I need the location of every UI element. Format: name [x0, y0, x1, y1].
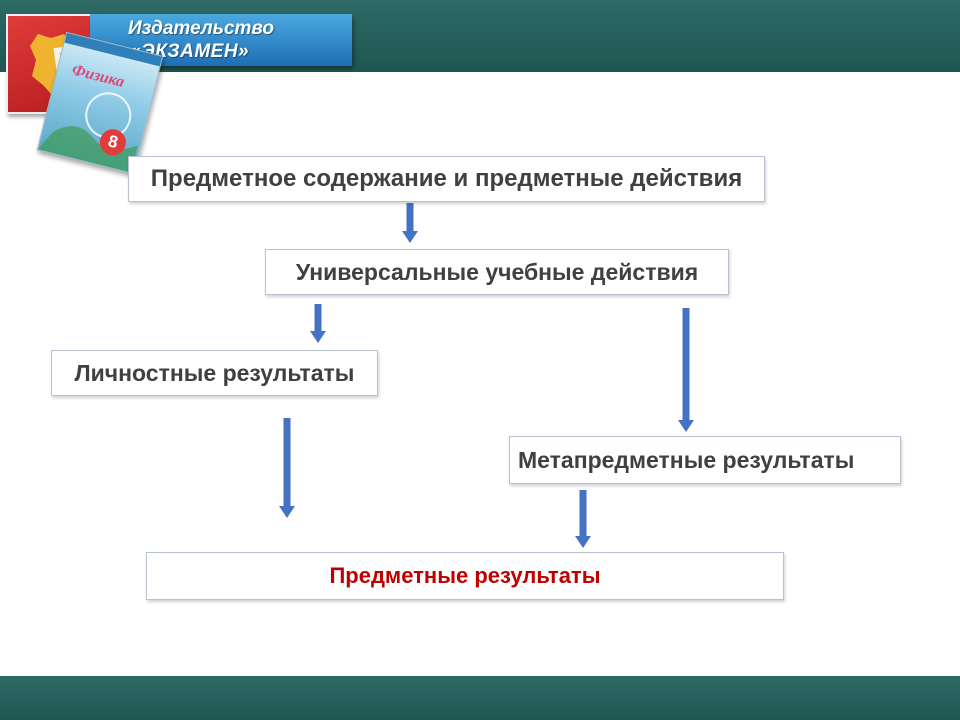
arrow-n4-to-n5 — [575, 490, 591, 548]
node-metasubject-results: Метапредметные результаты — [509, 436, 901, 484]
node-subject-content: Предметное содержание и предметные дейст… — [128, 156, 765, 202]
node-universal-learning-actions: Универсальные учебные действия — [265, 249, 729, 295]
bottom-footer-band — [0, 676, 960, 720]
node-subject-results: Предметные результаты — [146, 552, 784, 600]
arrow-n2-to-n4 — [678, 308, 694, 432]
node-personal-results: Личностные результаты — [51, 350, 378, 396]
arrow-n3-to-n5 — [279, 418, 295, 518]
arrow-n2-to-n3 — [310, 304, 326, 343]
textbook-cover: Физика 8 — [36, 31, 164, 175]
arrow-n1-to-n2 — [402, 203, 418, 243]
publisher-name-line1: Издательство — [128, 18, 275, 39]
textbook-illustration — [37, 32, 163, 173]
